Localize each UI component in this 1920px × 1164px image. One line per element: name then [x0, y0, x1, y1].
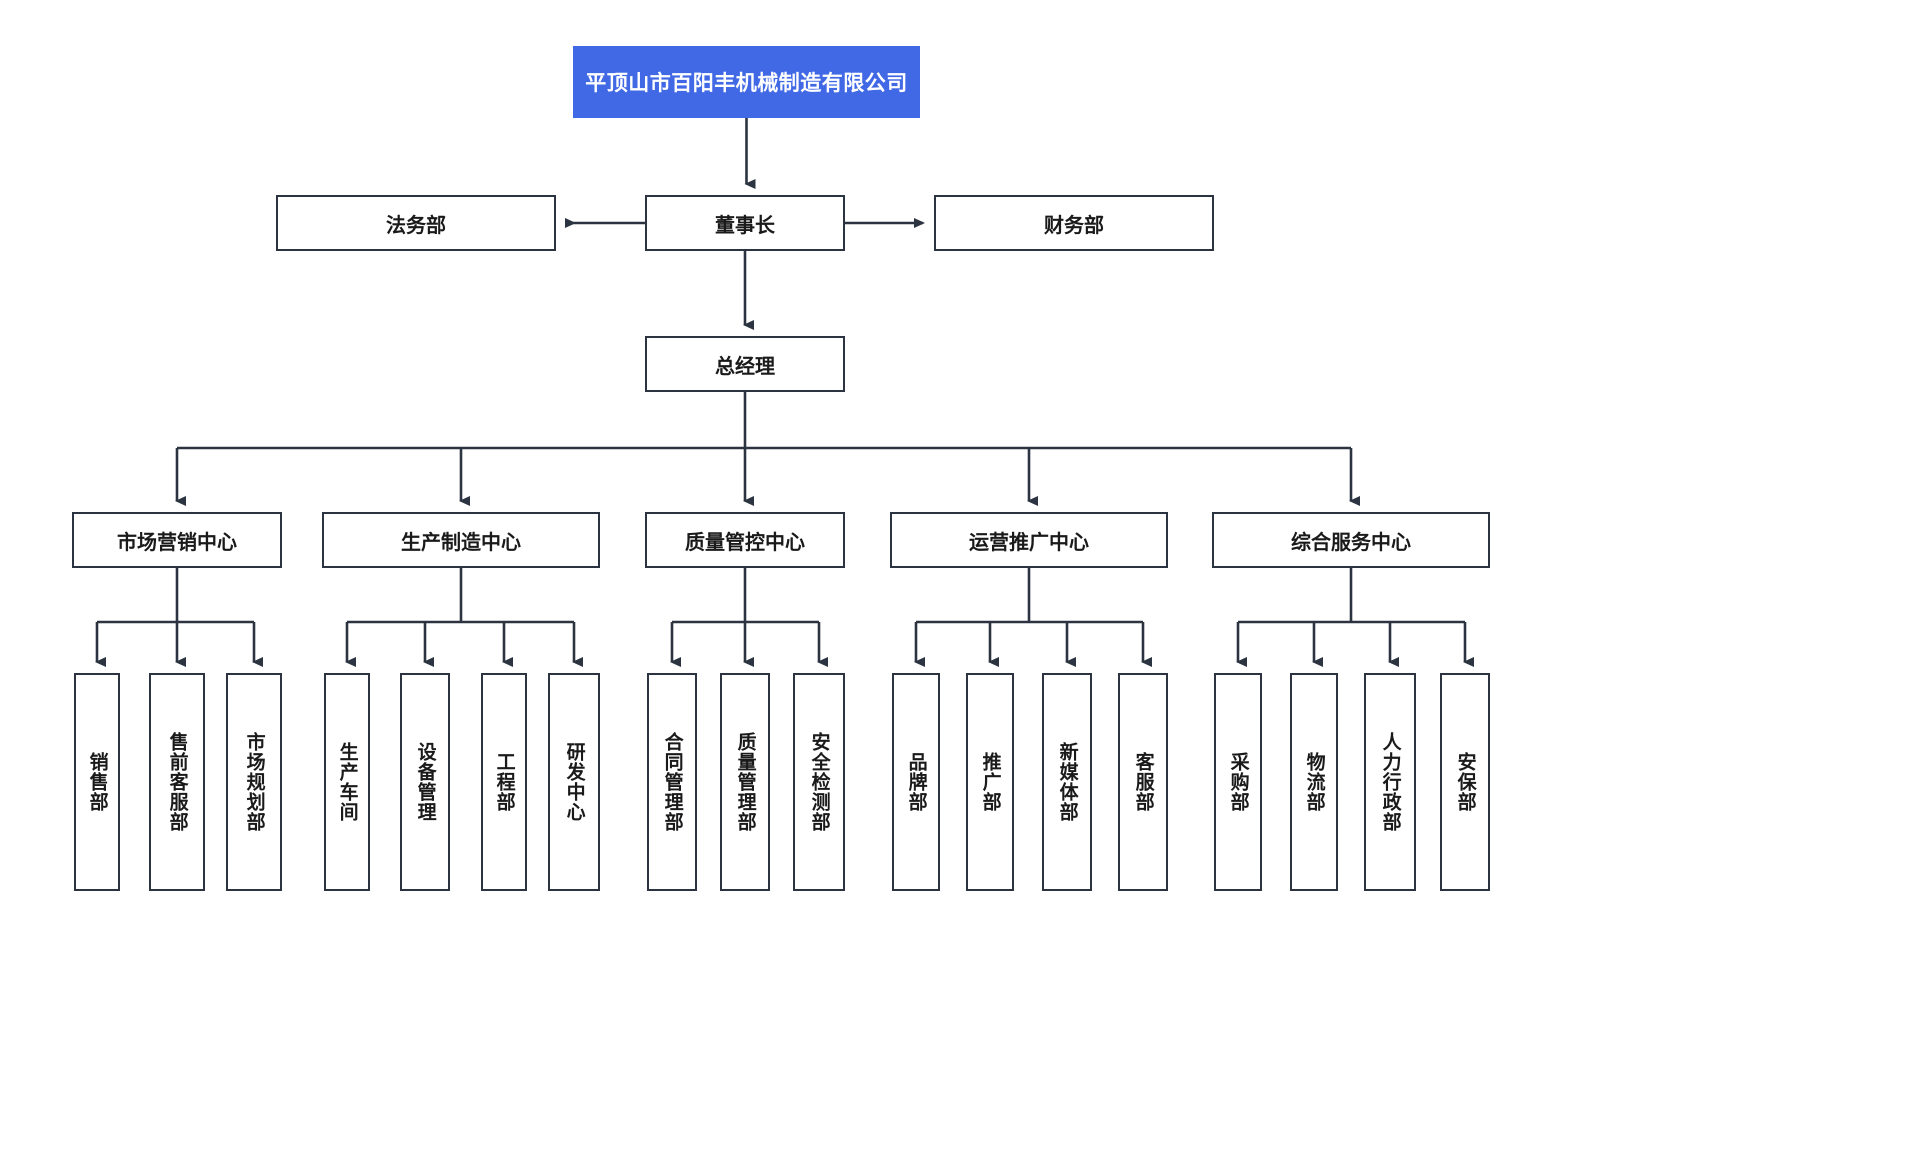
node-label: 质量管理部 — [734, 732, 756, 832]
node-department-4-3[interactable]: 新媒体部 — [1042, 673, 1092, 891]
node-label: 客服部 — [1132, 752, 1154, 812]
node-department-1-3[interactable]: 市场规划部 — [226, 673, 282, 891]
node-center-4[interactable]: 运营推广中心 — [890, 512, 1168, 568]
node-label: 物流部 — [1303, 752, 1325, 812]
node-department-3-2[interactable]: 质量管理部 — [720, 673, 770, 891]
node-label: 售前客服部 — [166, 732, 188, 832]
node-label: 总经理 — [715, 355, 775, 378]
node-department-5-4[interactable]: 安保部 — [1440, 673, 1490, 891]
node-department-5-3[interactable]: 人力行政部 — [1364, 673, 1416, 891]
node-label: 财务部 — [1044, 214, 1104, 237]
node-department-3-1[interactable]: 合同管理部 — [647, 673, 697, 891]
node-general-manager[interactable]: 总经理 — [645, 336, 845, 392]
node-label: 新媒体部 — [1056, 742, 1078, 822]
node-center-5[interactable]: 综合服务中心 — [1212, 512, 1490, 568]
node-center-3[interactable]: 质量管控中心 — [645, 512, 845, 568]
node-department-2-4[interactable]: 研发中心 — [548, 673, 600, 891]
node-center-1[interactable]: 市场营销中心 — [72, 512, 282, 568]
node-department-2-3[interactable]: 工程部 — [481, 673, 527, 891]
node-label: 综合服务中心 — [1291, 531, 1411, 554]
node-label: 安全检测部 — [808, 732, 830, 832]
node-label: 工程部 — [493, 752, 515, 812]
node-label: 生产车间 — [336, 742, 358, 822]
node-label: 人力行政部 — [1379, 732, 1401, 832]
node-finance-department[interactable]: 财务部 — [934, 195, 1214, 251]
node-label: 品牌部 — [905, 752, 927, 812]
node-label: 质量管控中心 — [685, 531, 805, 554]
node-department-3-3[interactable]: 安全检测部 — [793, 673, 845, 891]
node-label: 安保部 — [1454, 752, 1476, 812]
node-department-5-2[interactable]: 物流部 — [1290, 673, 1338, 891]
node-department-1-2[interactable]: 售前客服部 — [149, 673, 205, 891]
node-label: 销售部 — [86, 752, 108, 812]
node-label: 采购部 — [1227, 752, 1249, 812]
node-department-5-1[interactable]: 采购部 — [1214, 673, 1262, 891]
node-label: 推广部 — [979, 752, 1001, 812]
node-label: 生产制造中心 — [401, 531, 521, 554]
node-label: 设备管理 — [414, 742, 436, 822]
node-department-2-1[interactable]: 生产车间 — [324, 673, 370, 891]
node-label: 合同管理部 — [661, 732, 683, 832]
node-chairman[interactable]: 董事长 — [645, 195, 845, 251]
node-legal-department[interactable]: 法务部 — [276, 195, 556, 251]
node-department-4-2[interactable]: 推广部 — [966, 673, 1014, 891]
node-department-4-1[interactable]: 品牌部 — [892, 673, 940, 891]
node-label: 市场营销中心 — [117, 531, 237, 554]
node-label: 研发中心 — [563, 742, 585, 822]
node-department-1-1[interactable]: 销售部 — [74, 673, 120, 891]
node-center-2[interactable]: 生产制造中心 — [322, 512, 600, 568]
node-department-4-4[interactable]: 客服部 — [1118, 673, 1168, 891]
node-label: 法务部 — [386, 214, 446, 237]
node-company-root[interactable]: 平顶山市百阳丰机械制造有限公司 — [573, 46, 920, 118]
node-label: 平顶山市百阳丰机械制造有限公司 — [585, 72, 908, 95]
node-department-2-2[interactable]: 设备管理 — [400, 673, 450, 891]
node-label: 市场规划部 — [243, 732, 265, 832]
node-label: 董事长 — [715, 214, 775, 237]
node-label: 运营推广中心 — [969, 531, 1089, 554]
